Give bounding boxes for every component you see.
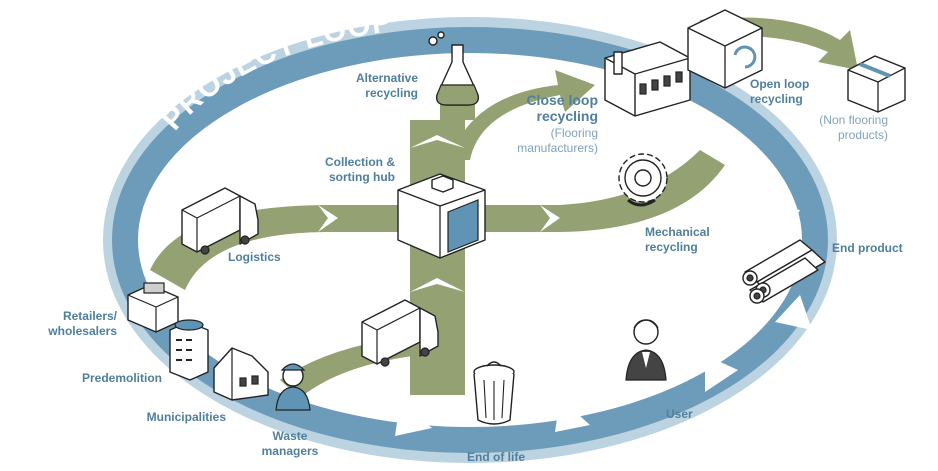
svg-text:Mechanical: Mechanical [645,225,710,239]
svg-text:sorting hub: sorting hub [329,170,395,184]
gear-icon [618,153,668,207]
carpet-rolls-icon [742,239,826,304]
loop-ring [103,17,837,463]
svg-text:recycling: recycling [750,92,803,106]
label-predemolition: Predemolition [82,371,162,385]
recycle-box-icon [687,9,763,89]
svg-text:recycling: recycling [537,108,598,124]
ring-chevron-4 [555,398,590,432]
flow-chevron-1 [318,205,338,232]
label-logistics: Logistics [228,250,281,264]
svg-text:products): products) [838,128,888,142]
label-end-product: End product [832,241,903,255]
svg-text:(Flooring: (Flooring [551,126,598,140]
svg-text:Waste: Waste [273,429,308,443]
svg-text:Retailers/: Retailers/ [63,309,118,323]
svg-text:manufacturers): manufacturers) [517,141,598,155]
box-icon [847,55,906,113]
building-icon [169,319,209,381]
svg-text:managers: managers [262,444,319,458]
svg-text:Open loop: Open loop [750,77,809,91]
label-mechanical-recycling: Mechanical recycling [645,225,710,254]
ring-chevron-1 [760,202,800,242]
ring-chevron-3 [705,355,738,392]
flow-close-loop [450,70,595,160]
worker-icon [275,363,311,411]
truck-icon [181,187,259,255]
flow-chevron-2 [540,205,560,232]
hub-building-icon [397,173,486,259]
label-collection-sorting-hub: Collection & sorting hub [325,155,395,184]
ring-band [112,27,828,453]
flow-chevron-4 [410,278,465,292]
svg-text:wholesalers: wholesalers [47,324,117,338]
svg-text:(Non flooring: (Non flooring [819,113,888,127]
factory-icon [604,41,691,117]
svg-text:Collection &: Collection & [325,155,395,169]
label-end-of-life: End of life [467,450,525,464]
svg-text:Close loop: Close loop [526,92,598,108]
label-user: User [666,407,693,421]
label-retailers-wholesalers: Retailers/ wholesalers [47,309,117,338]
house-icon [213,347,269,401]
label-alternative-recycling: Alternative recycling [356,71,418,100]
svg-text:recycling: recycling [645,240,698,254]
label-open-loop-recycling: Open loop recycling (Non flooring produc… [750,77,888,142]
shop-icon [127,282,179,333]
user-icon [625,319,667,381]
flow-chevron-3 [410,135,465,148]
ring-chevron-5 [395,402,432,436]
label-close-loop-recycling: Close loop recycling (Flooring manufactu… [517,92,598,155]
svg-text:recycling: recycling [365,86,418,100]
flask-icon [428,31,479,106]
trash-can-icon [473,361,515,425]
label-waste-managers: Waste managers [262,429,319,458]
label-municipalities: Municipalities [147,410,227,424]
svg-text:Alternative: Alternative [356,71,418,85]
truck-bottom-icon [361,299,439,367]
ring-label-waste-source: Waste source [198,281,271,336]
ring-chevron-2 [775,295,812,330]
